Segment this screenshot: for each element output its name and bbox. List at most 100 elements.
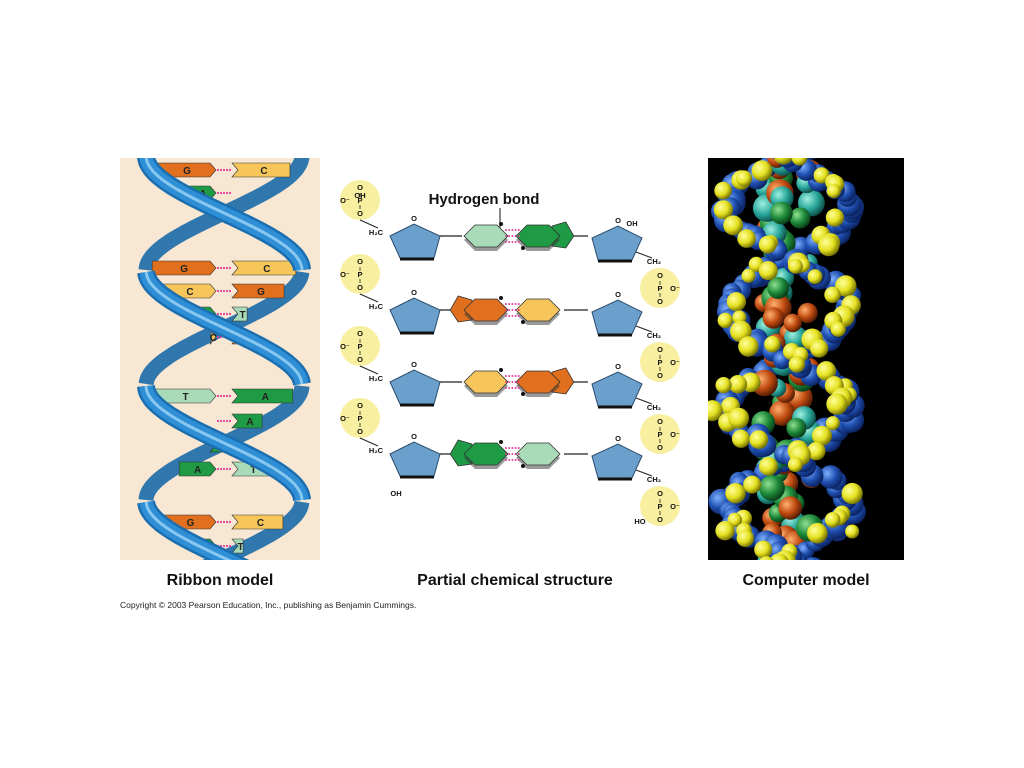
- yellow-atom: [835, 275, 857, 297]
- yellow-atom: [728, 407, 750, 429]
- hydrogen-bond-dot: [222, 191, 226, 195]
- oxygen-atom: O: [657, 489, 663, 498]
- phosphate-halo: [340, 398, 380, 438]
- backbone-bond: [359, 437, 379, 447]
- hydrogen-bond-dot: [228, 419, 232, 423]
- blue-atom: [818, 465, 843, 489]
- oxygen-anion: O⁻: [670, 284, 680, 293]
- base-letter: C: [210, 333, 217, 344]
- ring-oxygen: O: [615, 434, 621, 443]
- base-letter: G: [187, 518, 195, 529]
- hydrogen-bond-dot: [511, 387, 514, 389]
- oxygen-atom: O: [657, 515, 663, 524]
- yellow-atom: [825, 208, 844, 227]
- yellow-atom: [723, 215, 744, 236]
- hydrogen-bond-dot: [225, 191, 229, 195]
- hydrogen-bond-dot: [505, 303, 507, 305]
- base-letter: G: [257, 287, 265, 298]
- hydrogen-bond-dot: [219, 520, 223, 524]
- hydrogen-bond-dot: [514, 387, 517, 389]
- hydrogen-bond-dot: [508, 241, 511, 243]
- hydroxyl-label: OH: [354, 191, 365, 200]
- hydrogen-bond-dot: [517, 459, 520, 461]
- methylene-label: CH₂: [647, 403, 661, 412]
- hydrogen-bond-dot: [505, 229, 507, 231]
- oxygen-atom: O: [357, 183, 363, 192]
- yellow-atom: [728, 375, 748, 394]
- hydrogen-bond-dot: [508, 229, 511, 231]
- hydrogen-bond-dot: [517, 241, 520, 243]
- backbone-bond: [635, 325, 653, 333]
- hydrogen-bond-dot: [514, 229, 517, 231]
- yellow-atom: [830, 321, 846, 337]
- orange-atom: [783, 313, 802, 333]
- phosphate-halo: [640, 486, 680, 526]
- hydrogen-bond-dot: [514, 447, 517, 449]
- yellow-atom: [749, 430, 769, 449]
- yellow-atom: [788, 356, 805, 373]
- yellow-atom: [825, 416, 840, 431]
- blue-atom: [807, 158, 818, 160]
- oxygen-atom: O: [357, 209, 363, 218]
- ring-oxygen: O: [615, 362, 621, 371]
- six-member-ring: [515, 442, 561, 469]
- hydrogen-bond-dot: [216, 520, 220, 524]
- hydrogen-bond-dot: [225, 520, 229, 524]
- six-member-ring: [515, 370, 561, 397]
- hydrogen-bond-dot: [508, 459, 511, 461]
- base-letter: A: [246, 417, 253, 428]
- hydrogen-bond-dot: [514, 375, 517, 377]
- hydrogen-bond-dot: [517, 387, 520, 389]
- hydrogen-bond-dot: [222, 289, 226, 293]
- yellow-atom: [824, 286, 841, 303]
- hydrogen-bond-dot: [505, 315, 507, 317]
- front-strand-a-highlight: [144, 271, 304, 560]
- sugar-ring: [389, 223, 441, 259]
- hydrogen-bond-dot: [219, 419, 223, 423]
- oxygen-atom: O: [357, 401, 363, 410]
- yellow-atom: [717, 312, 733, 329]
- hydrogen-bond-dot: [222, 394, 226, 398]
- green-atom: [759, 475, 785, 501]
- ring-oxygen: O: [411, 360, 417, 369]
- hydrogen-bond-dot: [508, 387, 511, 389]
- methylene-label: H₂C: [369, 228, 384, 237]
- phosphate-halo: [340, 254, 380, 294]
- oxygen-anion: O⁻: [340, 342, 350, 351]
- sugar-ring: [389, 297, 441, 333]
- hydrogen-bond-dot: [514, 459, 517, 461]
- hydrogen-bond-dot: [216, 394, 220, 398]
- front-strand-b-highlight: [144, 158, 304, 501]
- base-letter: T: [240, 310, 246, 321]
- sugar-ring: [591, 225, 643, 261]
- hydrogen-bond-dot: [228, 191, 232, 195]
- base-c: [231, 260, 297, 276]
- phosphate-halo: [640, 342, 680, 382]
- methylene-label: CH₂: [647, 331, 661, 340]
- yellow-atom: [737, 229, 756, 248]
- hydrogen-bond-dot: [219, 168, 223, 172]
- yellow-atom: [759, 456, 778, 476]
- ribbon-model-caption: Ribbon model: [166, 572, 274, 589]
- yellow-atom: [743, 475, 762, 494]
- hydrogen-bond-dot: [216, 289, 220, 293]
- hydrogen-bond-dot: [225, 266, 229, 270]
- methylene-label: H₂C: [369, 374, 384, 383]
- hydrogen-atom: [499, 296, 503, 300]
- hydrogen-bond-dot: [228, 289, 232, 293]
- chemical-structure-caption: Partial chemical structure: [417, 572, 613, 589]
- base-c: [231, 514, 284, 530]
- hydroxyl-label: HO: [634, 517, 645, 526]
- hydrogen-bond-dot: [517, 303, 520, 305]
- hydrogen-bond-dot: [508, 235, 511, 237]
- yellow-atom: [713, 200, 733, 220]
- yellow-atom: [816, 361, 837, 381]
- hydrogen-bond-dot: [508, 309, 511, 311]
- six-member-ring: [463, 442, 509, 469]
- hydrogen-bond-dot: [222, 544, 226, 548]
